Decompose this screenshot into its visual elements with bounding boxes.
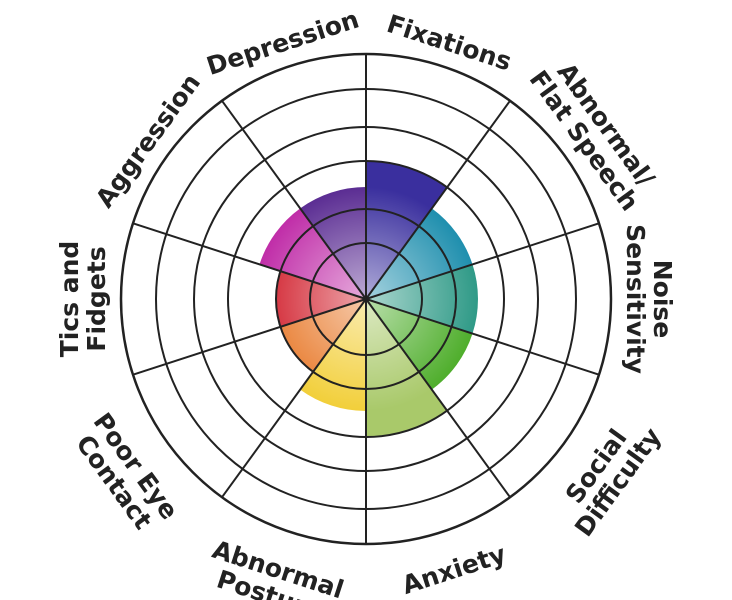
grid-spoke: [365, 298, 511, 498]
grid-spoke: [221, 298, 367, 498]
category-label: Anxiety: [399, 539, 510, 600]
category-label: Tics and: [55, 241, 84, 358]
chart-grid: [119, 52, 613, 546]
grid-spoke: [365, 222, 600, 300]
grid-spoke: [132, 298, 367, 376]
grid-spoke: [365, 100, 511, 300]
category-label: Noise: [648, 260, 677, 339]
category-label: Aggression: [90, 68, 206, 213]
grid-spoke: [365, 298, 600, 376]
category-label: Fixations: [383, 9, 515, 76]
category-label: Fidgets: [82, 246, 111, 351]
grid-spoke: [221, 100, 367, 300]
grid-spoke: [132, 222, 367, 300]
category-label: Sensitivity: [621, 224, 650, 374]
